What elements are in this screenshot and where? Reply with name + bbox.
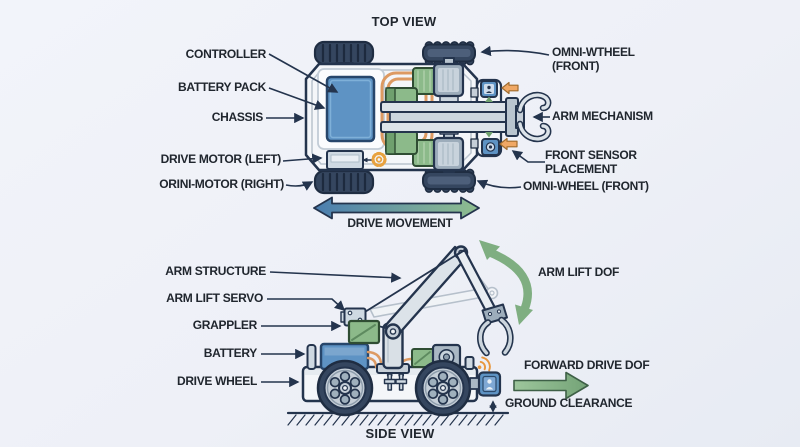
leader-orini-motor-right xyxy=(285,181,314,191)
label-battery-pack: BATTERY PACK xyxy=(178,80,266,94)
forward-drive-arrow xyxy=(513,371,589,400)
label-grappler: GRAPPLER xyxy=(192,318,258,332)
drive-motor-box xyxy=(326,150,364,170)
leader-battery-pack xyxy=(268,87,326,110)
side-servo-motor xyxy=(411,343,462,371)
leader-arm-structure xyxy=(269,271,402,283)
up-arrow-icon xyxy=(485,96,493,102)
leader-controller xyxy=(268,53,339,93)
label-omni-wtheel-front: OMNI-WTHEEL (FRONT) xyxy=(552,45,635,73)
front-stub xyxy=(464,356,475,370)
gripper-claw-top-view xyxy=(515,91,552,143)
gear-icon xyxy=(371,151,387,168)
front-camera-sensor xyxy=(469,371,502,397)
side-view-robot xyxy=(286,240,589,426)
label-drive-wheel: DRIVE WHEEL xyxy=(176,374,257,388)
leader-front-sensor xyxy=(511,150,545,163)
ground-line xyxy=(286,411,510,426)
side-wheel-left xyxy=(316,359,374,417)
label-forward-drive-dof: FORWARD DRIVE DOF xyxy=(524,358,650,372)
battery-pack-top-view xyxy=(325,75,376,143)
label-arm-mechanism: ARM MECHANISM xyxy=(552,109,653,123)
front-sensor-lower xyxy=(481,138,500,156)
label-controller: CONTROLLER xyxy=(185,47,267,61)
label-chassis: CHASSIS xyxy=(211,110,264,124)
label-front-sensor-placement: FRONT SENSOR PLACEMENT xyxy=(545,148,637,176)
arm-lift-servo-box xyxy=(347,319,381,345)
arm-rails xyxy=(380,97,519,137)
label-drive-movement: DRIVE MOVEMENT xyxy=(347,216,453,230)
mini-arrow xyxy=(362,157,373,163)
rear-wheel-bottom xyxy=(313,169,375,195)
label-arm-lift-servo: ARM LIFT SERVO xyxy=(166,291,263,305)
drive-movement-arrow xyxy=(313,196,480,220)
drive-motor-bottom xyxy=(412,136,465,172)
top-view-robot xyxy=(304,40,552,220)
front-sensor-upper xyxy=(480,80,498,98)
arm-pivot xyxy=(384,323,402,340)
orange-arrow-lower xyxy=(499,137,518,151)
person-icon xyxy=(487,85,491,90)
label-omni-wheel-front: OMNI-WHEEL (FRONT) xyxy=(523,179,649,193)
label-orini-motor-right: ORINI-MOTOR (RIGHT) xyxy=(159,177,284,191)
leader-omni-wtheel-front xyxy=(480,45,550,57)
person-icon xyxy=(487,379,492,384)
gripper xyxy=(477,303,514,357)
wifi-icon xyxy=(477,356,491,372)
label-battery: BATTERY xyxy=(203,346,258,360)
leader-arm-lift-servo xyxy=(267,298,346,312)
leader-lines xyxy=(261,45,550,388)
rear-antenna xyxy=(306,344,317,370)
drive-motor-top xyxy=(412,62,465,98)
top-view-title: TOP VIEW xyxy=(371,14,437,29)
side-view-title: SIDE VIEW xyxy=(365,426,435,441)
omni-wheel-bottom xyxy=(422,168,476,193)
arm-lift-dof-arrow xyxy=(479,240,533,325)
label-arm-lift-dof: ARM LIFT DOF xyxy=(538,265,620,279)
arm-forearm xyxy=(455,248,499,318)
leader-omni-wheel-front xyxy=(476,179,522,190)
label-arm-structure: ARM STRUCTURE xyxy=(165,264,266,278)
down-arrow-icon xyxy=(485,132,493,138)
axle-brackets xyxy=(383,372,408,391)
orange-arrow-upper xyxy=(501,81,519,95)
leader-drive-motor-left xyxy=(282,153,323,164)
label-ground-clearance: GROUND CLEARANCE xyxy=(505,396,633,410)
side-wheel-right xyxy=(414,359,472,417)
label-drive-motor-left: DRIVE MOTOR (LEFT) xyxy=(160,152,282,166)
